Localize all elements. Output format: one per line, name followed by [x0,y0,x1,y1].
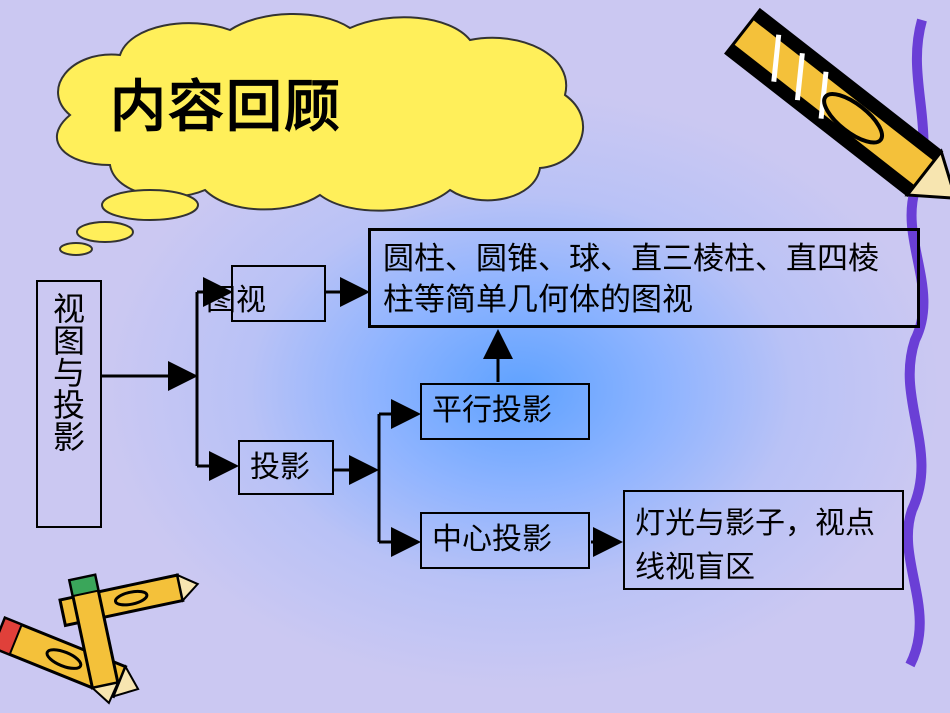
parallel-projection-box: 平行投影 [420,383,590,440]
root-node-box: 视图与投影 [36,280,102,528]
right-wavy-border [903,18,929,668]
pencil-icon [0,616,140,699]
root-node-label: 视图与投影 [48,292,86,452]
pencil-icon [724,7,950,200]
central-projection-label: 中心投影 [432,522,552,557]
central-projection-box: 中心投影 [420,512,590,569]
light-shadow-label: 灯光与影子，视点线视盲区 [635,506,875,585]
parallel-projection-label: 平行投影 [432,393,552,428]
pencil-icon [67,573,120,705]
views-node-box [231,265,326,322]
projection-node-label: 投影 [250,450,310,485]
thought-cloud-icon [56,13,584,256]
solids-node-box: 圆柱、圆锥、球、直三棱柱、直四棱柱等简单几何体的图视 [368,228,920,328]
page-title: 内容回顾 [110,75,342,140]
light-shadow-box: 灯光与影子，视点线视盲区 [623,490,904,590]
projection-node-box: 投影 [238,440,334,495]
connectors [102,277,623,557]
views-node-label: 图视 [206,283,266,318]
solids-node-label: 圆柱、圆锥、球、直三棱柱、直四棱柱等简单几何体的图视 [383,241,879,318]
